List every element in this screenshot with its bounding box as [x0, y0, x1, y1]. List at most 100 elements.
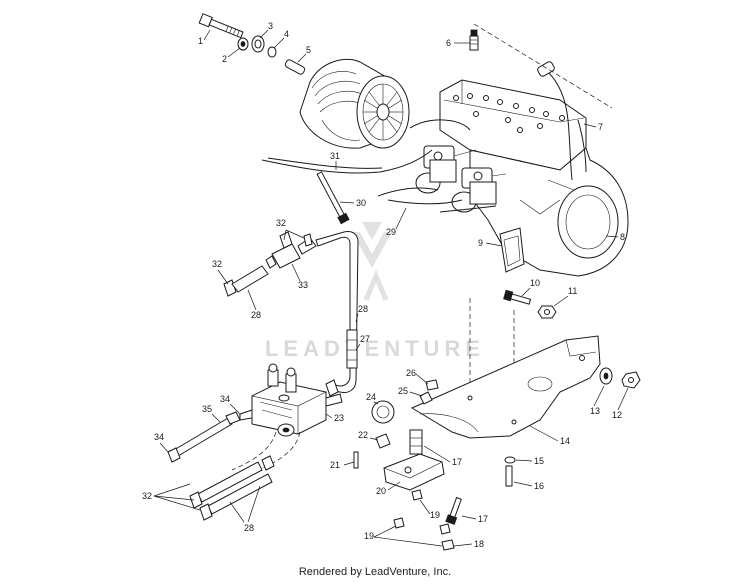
lower-fuel-hoses	[167, 411, 275, 521]
callout-label: 4	[284, 29, 289, 39]
fuel-line-assembly	[223, 231, 359, 397]
mount-nut	[411, 489, 423, 501]
tee-fitting-small	[419, 391, 433, 405]
engine	[415, 29, 629, 277]
callout-label: 16	[534, 481, 544, 491]
callout-label: 19	[364, 531, 374, 541]
callout-label: 20	[376, 486, 386, 496]
callout-label: 26	[406, 368, 416, 378]
spark-plug	[469, 29, 479, 51]
callout-label: 6	[446, 38, 451, 48]
callout-label: 22	[358, 430, 368, 440]
callout-label: 27	[360, 334, 370, 344]
drive-clutch	[299, 58, 410, 149]
carburetor-right	[451, 167, 497, 213]
callout-label: 12	[612, 410, 622, 420]
callout-label: 25	[398, 386, 408, 396]
hose-clamp	[189, 491, 203, 509]
callout-label: 3	[268, 21, 273, 31]
callout-label: 14	[560, 436, 570, 446]
engine-mount-bolt	[503, 289, 532, 305]
callout-label: 35	[202, 404, 212, 414]
callout-label: 1	[198, 36, 203, 46]
hose-clamp	[261, 455, 275, 471]
carburetor-left	[415, 145, 457, 194]
callout-label: 28	[244, 523, 254, 533]
hose-clamp	[303, 233, 313, 247]
alignment-line	[473, 23, 613, 109]
recoil-cover	[557, 185, 619, 259]
callout-label: 30	[356, 198, 366, 208]
callout-label: 32	[212, 259, 222, 269]
callout-label: 32	[142, 491, 152, 501]
callout-label: 32	[276, 218, 286, 228]
callout-label: 29	[386, 227, 396, 237]
callout-label: 15	[534, 456, 544, 466]
flange-nut	[621, 371, 641, 389]
line-sleeve	[346, 329, 358, 369]
callout-label: 11	[568, 286, 577, 296]
choke-cable-sheath	[377, 187, 439, 197]
lower-mount-bracket	[383, 429, 445, 491]
mount-bolt	[316, 171, 350, 225]
callout-label: 2	[222, 54, 227, 64]
pin	[353, 451, 359, 469]
hose-clamp	[425, 379, 439, 391]
throttle-cable	[261, 149, 433, 174]
mount-bolt-lower	[445, 496, 462, 525]
callout-label: 28	[251, 310, 261, 320]
callout-label: 9	[478, 238, 483, 248]
fuel-hose	[173, 417, 233, 457]
intake-boot	[499, 227, 525, 273]
callout-label: 17	[452, 457, 462, 467]
callout-label: 24	[366, 392, 376, 402]
callout-label: 33	[298, 280, 308, 290]
callout-label: 8	[620, 232, 625, 242]
hose-clamp	[225, 411, 241, 425]
washer-lower	[439, 523, 451, 535]
engine-mount-plate	[410, 335, 601, 439]
callout-label: 19	[430, 510, 440, 520]
rubber-mount	[599, 367, 613, 385]
callout-label: 7	[598, 122, 603, 132]
choke-cable	[387, 199, 463, 205]
watermark-text: LEADVENTURE	[265, 336, 485, 361]
callout-label: 34	[154, 432, 164, 442]
washer-15	[504, 456, 516, 464]
callout-label: 28	[358, 304, 368, 314]
throttle-cable-sheath	[267, 157, 383, 169]
callout-label: 10	[530, 278, 540, 288]
mount-stud	[409, 429, 423, 455]
fuel-hose	[231, 265, 269, 293]
callout-label: 17	[478, 514, 488, 524]
callout-label: 13	[590, 406, 600, 416]
callout-label: 31	[330, 151, 340, 161]
watermark-logo-icon	[352, 222, 392, 268]
flange-nut-lower	[441, 539, 455, 551]
hose-clamp	[167, 447, 181, 463]
clutch-bolt	[198, 13, 244, 39]
bushing	[251, 35, 265, 53]
head-bolts	[453, 93, 565, 133]
hose-clamp	[265, 255, 277, 269]
hose-clamp	[325, 379, 339, 397]
spacer-tube	[284, 59, 306, 75]
callout-label: 5	[306, 45, 311, 55]
callout-label: 21	[330, 460, 340, 470]
footer-credit: Rendered by LeadVenture, Inc.	[298, 566, 452, 578]
pulse-line	[409, 119, 471, 131]
mount-nut	[393, 517, 405, 529]
o-ring	[267, 46, 277, 58]
spark-plug-wire	[537, 61, 587, 181]
primer-bulb	[371, 400, 395, 424]
drive-clutch-group	[198, 13, 410, 149]
callout-label: 18	[474, 539, 484, 549]
bolt-16	[505, 465, 513, 487]
callout-label: 23	[334, 413, 344, 423]
mount-nut	[537, 305, 557, 319]
pump-fitting	[285, 373, 297, 393]
primer-fitting	[375, 433, 391, 449]
callouts: 1 2 3 4 5 6 7 8 9 10 11 12 13 14 15 16 1…	[142, 21, 629, 549]
fuel-pump	[239, 363, 343, 437]
